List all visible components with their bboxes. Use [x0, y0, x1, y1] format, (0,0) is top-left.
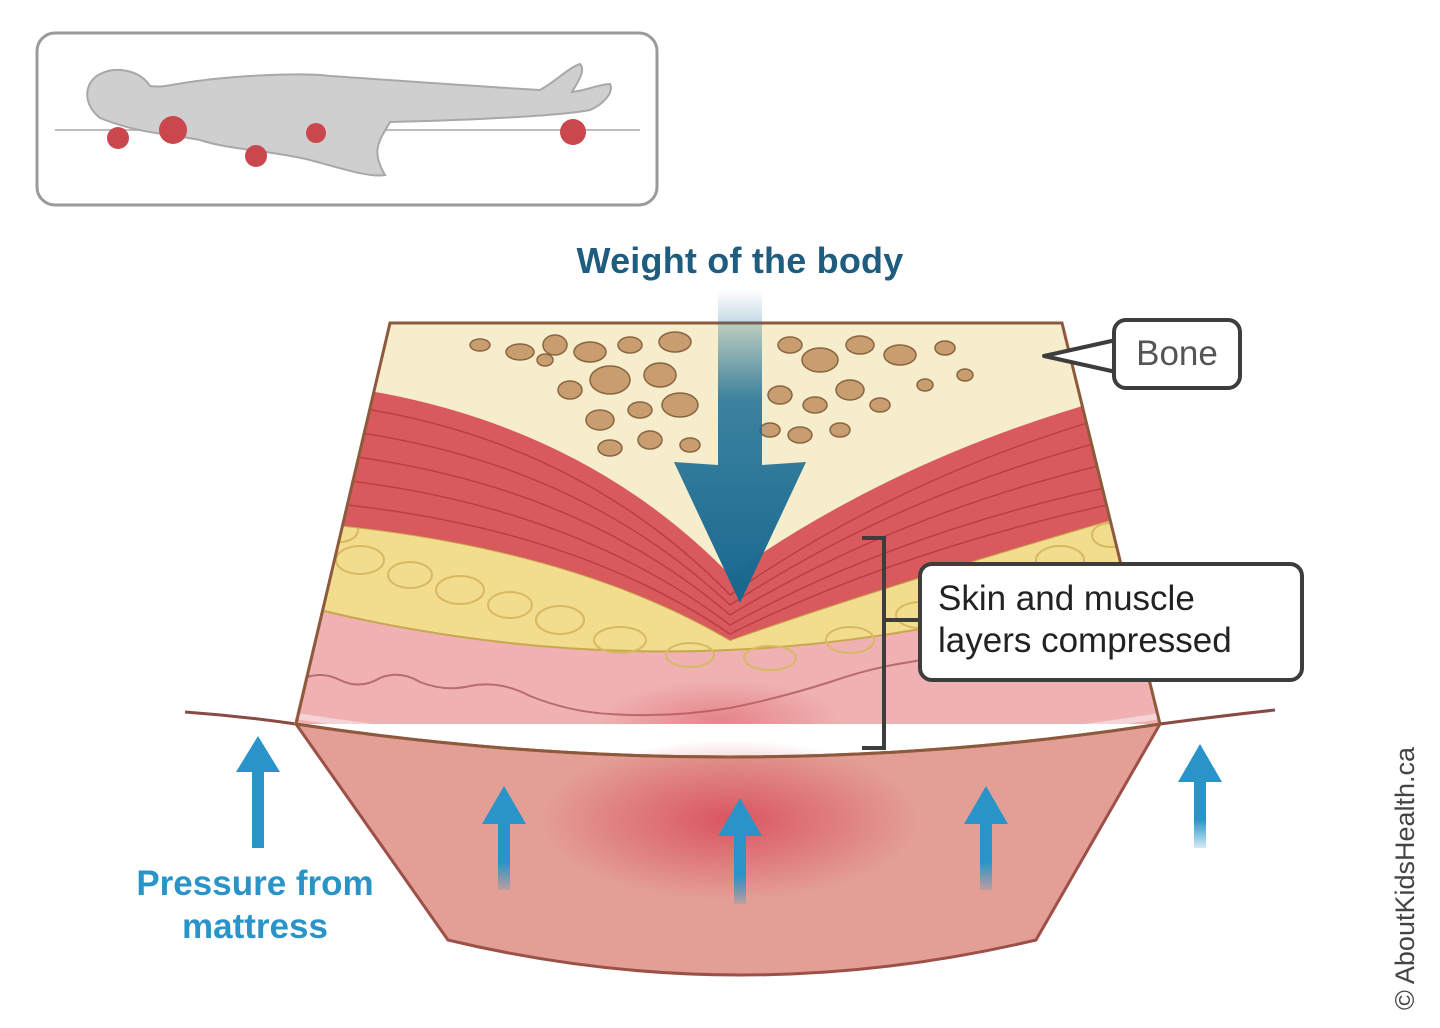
pressure-label: Pressure from mattress	[110, 862, 400, 948]
bone-label: Bone	[1136, 334, 1218, 373]
pressure-arrows	[236, 736, 1222, 904]
pressure-label-line2: mattress	[182, 907, 328, 946]
muscle-layer	[294, 380, 1160, 640]
up-arrow-icon	[964, 786, 1008, 890]
pressure-point-hip	[306, 123, 326, 143]
skin-label-line2: layers compressed	[938, 621, 1232, 660]
skin-label-line1: Skin and muscle	[938, 579, 1195, 618]
bone-callout-pointer	[1042, 338, 1117, 374]
body-position-inset	[35, 31, 659, 207]
pressure-point-shoulder	[159, 116, 187, 144]
lying-body-silhouette	[86, 62, 612, 177]
up-arrow-icon	[718, 798, 762, 904]
pressure-point-elbow	[245, 145, 267, 167]
pressure-point-heel	[560, 119, 586, 145]
skin-muscle-callout: Skin and muscle layers compressed	[918, 562, 1304, 682]
pressure-label-line1: Pressure from	[136, 864, 374, 903]
weight-label: Weight of the body	[576, 240, 904, 281]
copyright-notice: © AboutKidsHealth.ca	[1390, 746, 1420, 1010]
up-arrow-icon	[1178, 744, 1222, 848]
pressure-point-head	[107, 127, 129, 149]
compression-bracket	[862, 536, 922, 750]
up-arrow-icon	[236, 736, 280, 848]
up-arrow-icon	[482, 786, 526, 890]
weight-arrow-icon	[674, 290, 806, 603]
bone-callout: Bone	[1112, 318, 1242, 390]
pressure-points	[107, 116, 586, 167]
